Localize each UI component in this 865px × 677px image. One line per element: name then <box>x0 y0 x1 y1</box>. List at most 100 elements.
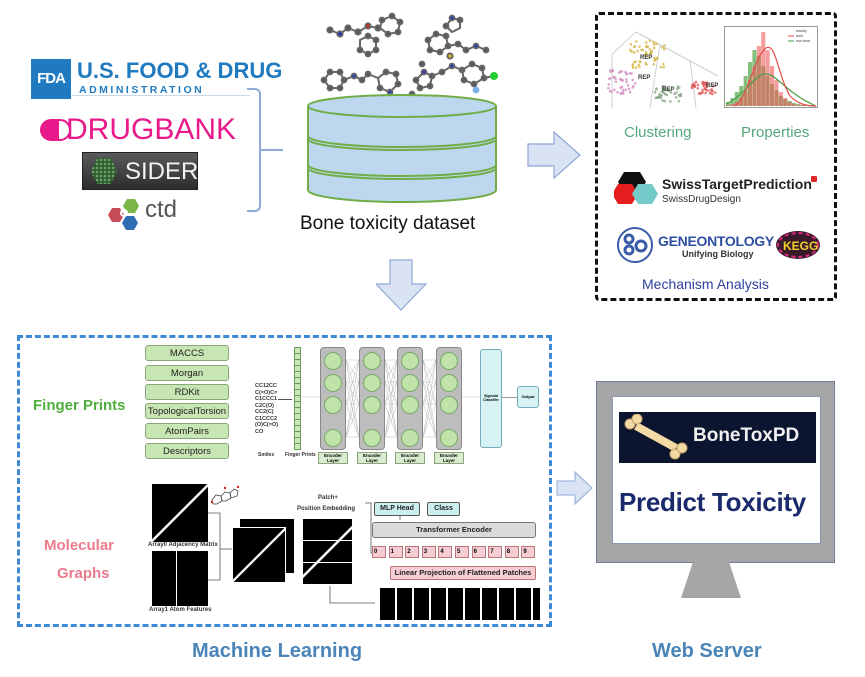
histogram-bar-toxic <box>787 102 792 106</box>
cluster-rep-label: REP <box>662 87 674 93</box>
scatter-point <box>635 40 638 43</box>
scatter-point <box>619 92 623 96</box>
scatter-point <box>625 80 628 84</box>
web-server-title: Web Server <box>652 640 762 662</box>
histogram-bar-toxic <box>765 50 770 106</box>
patch-token: 8 <box>504 546 519 558</box>
legend-item-non-toxic: non-toxic <box>796 39 810 43</box>
scatter-point <box>652 63 656 66</box>
swisstarget-logo-icon <box>614 172 658 204</box>
scatter-point <box>614 77 617 80</box>
patch-token: 6 <box>471 546 486 558</box>
ctd-label: ctd <box>145 196 178 223</box>
molecular-graphs-label-line2: Graphs <box>57 565 110 582</box>
swiss-badge-icon <box>811 176 817 182</box>
patch-label: Patch+ <box>318 495 338 501</box>
output-node: Output <box>517 386 539 408</box>
fingerprint-caption: Finger Prints <box>285 452 316 458</box>
scatter-point <box>704 88 708 92</box>
properties-label: Properties <box>741 124 810 141</box>
patch-token: 4 <box>438 546 453 558</box>
network-edge <box>422 359 437 438</box>
scatter-point <box>624 78 628 81</box>
clustering-label: Clustering <box>624 124 692 141</box>
scatter-point <box>660 94 664 97</box>
flattened-patches-strip <box>380 588 540 620</box>
bonetoxpd-label: BoneToxPD <box>693 425 800 446</box>
scatter-point <box>633 82 637 85</box>
pill-icon <box>40 119 71 141</box>
cluster-rep-label: REP <box>706 83 718 89</box>
fingerprint-vector <box>294 347 301 450</box>
scatter-point <box>701 88 704 92</box>
scatter-point <box>663 47 666 51</box>
fingerprint-item: TopologicalTorsion <box>145 403 229 419</box>
scatter-point <box>697 92 701 95</box>
scatter-point <box>693 84 697 88</box>
properties-histogram: toxicity toxic non-toxic <box>724 26 818 108</box>
scatter-point <box>690 86 694 90</box>
network-edge <box>345 381 360 405</box>
scatter-point <box>620 79 624 82</box>
molecular-graphs-label-line1: Molecular <box>44 537 115 554</box>
scatter-point <box>627 87 631 91</box>
encoder-layer-label: Encoder Layer <box>434 452 464 464</box>
scatter-point <box>626 84 630 87</box>
scatter-point <box>662 90 665 93</box>
sigmoid-classifier: Sigmoid Classifier <box>480 349 502 448</box>
scatter-point <box>611 75 615 79</box>
scatter-point <box>654 58 657 61</box>
adjacency-matrix <box>152 484 208 542</box>
histogram-bar-toxic <box>726 105 731 106</box>
scatter-point <box>655 88 658 91</box>
transformer-encoder-box: Transformer Encoder <box>372 522 536 538</box>
molecules-illustration <box>320 12 498 98</box>
scatter-point <box>633 44 637 48</box>
network-edge <box>422 359 437 383</box>
sources-bracket <box>247 88 261 212</box>
drugbank-label: DRUGBANK <box>66 113 237 146</box>
network-edge <box>384 359 398 405</box>
network-connections <box>300 359 480 438</box>
swisstarget-title: SwissTargetPrediction <box>662 176 812 192</box>
class-box: Class <box>427 502 460 516</box>
toxic-density-curve <box>733 46 817 107</box>
scatter-point <box>701 91 705 94</box>
scatter-point <box>631 66 635 70</box>
scatter-point <box>673 92 676 96</box>
histogram-bar-toxic <box>752 66 757 106</box>
network-edge <box>345 359 360 383</box>
scatter-point <box>646 54 649 58</box>
scatter-point <box>631 78 635 82</box>
scatter-point <box>661 99 664 102</box>
scatter-point <box>645 63 648 66</box>
histogram-bar-non-toxic <box>739 86 744 106</box>
scatter-point <box>707 89 710 92</box>
scatter-point <box>633 60 636 64</box>
scatter-point <box>638 65 641 69</box>
patch-token: 9 <box>521 546 536 558</box>
scatter-point <box>662 65 666 69</box>
scatter-point <box>702 84 705 88</box>
scatter-point <box>621 90 625 94</box>
mechanism-analysis-label: Mechanism Analysis <box>642 276 769 292</box>
scatter-point <box>619 70 622 74</box>
encoder-layer-label: Encoder Layer <box>395 452 425 464</box>
encoder-column <box>397 347 423 450</box>
patch-token: 1 <box>388 546 403 558</box>
scatter-point <box>613 88 616 92</box>
position-embedding-label: Position Embedding <box>297 506 355 512</box>
histogram-bar-toxic <box>792 104 797 106</box>
monitor-stand <box>681 562 741 598</box>
scatter-point <box>644 41 648 44</box>
scatter-point <box>652 46 656 50</box>
mlp-head-box: MLP Head <box>374 502 420 516</box>
arrow-right-small-icon <box>556 470 593 506</box>
scatter-point <box>656 96 659 99</box>
scatter-point <box>628 90 632 94</box>
histogram-bar-non-toxic <box>734 92 739 106</box>
fingerprint-item: Descriptors <box>145 443 229 459</box>
scatter-point <box>606 86 610 90</box>
network-edge <box>422 381 437 438</box>
network-edge <box>384 381 398 438</box>
